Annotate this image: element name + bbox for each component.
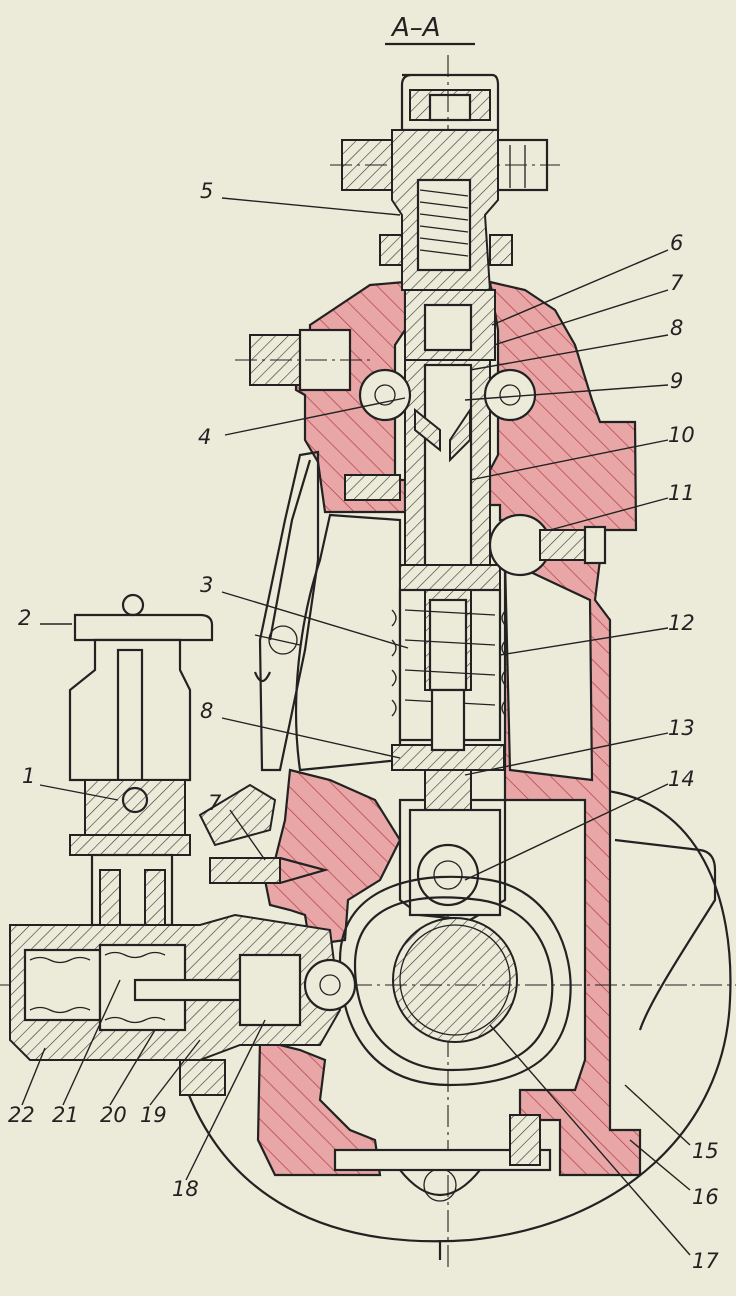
camshaft: [0, 875, 736, 1172]
callout-10: 10: [668, 423, 695, 447]
callout-4: 4: [198, 425, 211, 449]
callout-19: 19: [140, 1103, 167, 1127]
callout-7-right: 7: [670, 271, 684, 295]
callout-21: 21: [52, 1103, 79, 1127]
hand-primer-pump: [68, 593, 214, 927]
bleed-plug: [488, 513, 607, 577]
callout-6: 6: [670, 231, 683, 255]
callout-8-left: 8: [200, 699, 213, 723]
callout-3: 3: [200, 573, 213, 597]
callout-7-left: 7: [208, 791, 222, 815]
callout-1: 1: [22, 764, 35, 788]
side-fitting: [235, 328, 375, 392]
callout-11: 11: [668, 481, 695, 505]
callout-labels: 1 2 3 4 5 6 7 7 8 8 9 10 11 12 13 14 15 …: [8, 179, 719, 1273]
callout-20: 20: [100, 1103, 127, 1127]
callout-22: 22: [8, 1103, 35, 1127]
callout-12: 12: [668, 611, 695, 635]
callout-17: 17: [692, 1249, 719, 1273]
section-title: А–А: [385, 13, 475, 46]
callout-14: 14: [668, 767, 695, 791]
mount-bolt: [198, 783, 330, 885]
callout-16: 16: [692, 1185, 719, 1209]
callout-2: 2: [18, 606, 31, 630]
side-screw: [344, 474, 401, 501]
callout-8-right: 8: [670, 316, 683, 340]
callout-5: 5: [200, 179, 213, 203]
inspection-cover: [253, 450, 320, 772]
callout-9: 9: [670, 369, 683, 393]
callout-15: 15: [692, 1139, 719, 1163]
callout-13: 13: [668, 716, 695, 740]
callout-18: 18: [172, 1177, 199, 1201]
section-title-text: А–А: [390, 13, 441, 43]
leader-lines: [21, 197, 691, 1256]
feed-pump: [9, 913, 357, 1096]
